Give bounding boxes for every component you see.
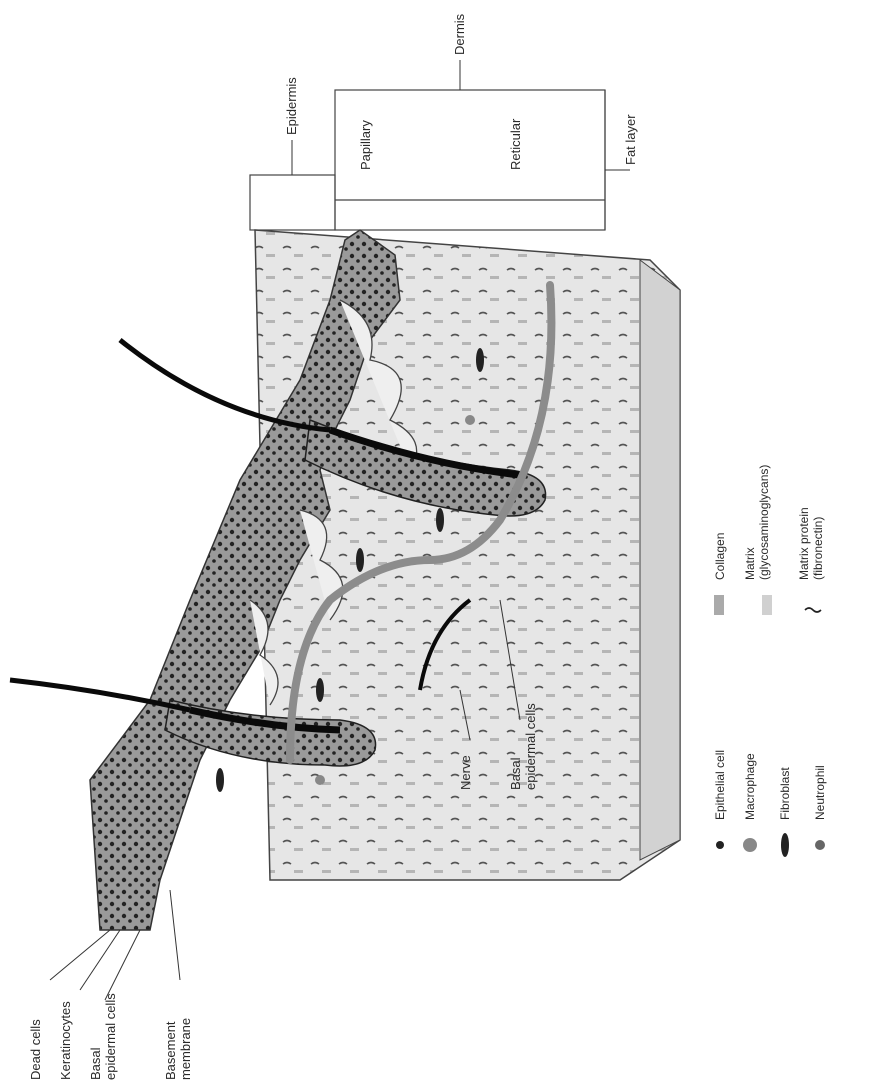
label-basement-1: Basement bbox=[163, 1021, 178, 1080]
legend-matrix-2: (glycosaminoglycans) bbox=[757, 465, 771, 580]
legend-epithelial-cell: Epithelial cell bbox=[713, 750, 727, 820]
legend-matrix-protein-1: Matrix protein bbox=[797, 507, 811, 580]
legend-matrix-protein-2: (fibronectin) bbox=[811, 517, 825, 580]
label-nerve: Nerve bbox=[458, 755, 473, 790]
label-papillary: Papillary bbox=[358, 120, 373, 170]
label-basal-center-2: epidermal cells bbox=[523, 703, 538, 790]
legend-collagen: Collagen bbox=[713, 533, 727, 580]
label-fat-layer: Fat layer bbox=[623, 114, 638, 165]
label-dermis: Dermis bbox=[452, 13, 467, 55]
leader-basement bbox=[170, 890, 180, 980]
label-basal-left-1: Basal bbox=[88, 1047, 103, 1080]
legend-fibroblast: Fibroblast bbox=[778, 767, 792, 820]
legend-neutrophil: Neutrophil bbox=[813, 765, 827, 820]
label-basement-2: membrane bbox=[178, 1018, 193, 1080]
layer-boxes bbox=[250, 90, 605, 230]
epithelial-cell-icon bbox=[716, 841, 724, 849]
legend-macrophage: Macrophage bbox=[743, 753, 757, 820]
label-basal-left-2: epidermal cells bbox=[103, 993, 118, 1080]
matrix-protein-icon bbox=[805, 608, 821, 612]
legend: Epithelial cell Macrophage Fibroblast Ne… bbox=[713, 465, 827, 857]
matrix-icon bbox=[762, 595, 772, 615]
macrophage-icon bbox=[743, 838, 757, 852]
leader-basal-left bbox=[105, 930, 140, 1000]
label-basal-center-1: Basal bbox=[508, 757, 523, 790]
label-reticular: Reticular bbox=[508, 118, 523, 170]
neutrophil-icon bbox=[815, 840, 825, 850]
leader-dead-cells bbox=[50, 930, 110, 980]
label-keratinocytes: Keratinocytes bbox=[58, 1001, 73, 1080]
collagen-icon bbox=[714, 595, 724, 615]
label-dead-cells: Dead cells bbox=[28, 1019, 43, 1080]
label-epidermis: Epidermis bbox=[284, 77, 299, 135]
legend-matrix-1: Matrix bbox=[743, 547, 757, 580]
fibroblast-icon bbox=[781, 833, 789, 857]
